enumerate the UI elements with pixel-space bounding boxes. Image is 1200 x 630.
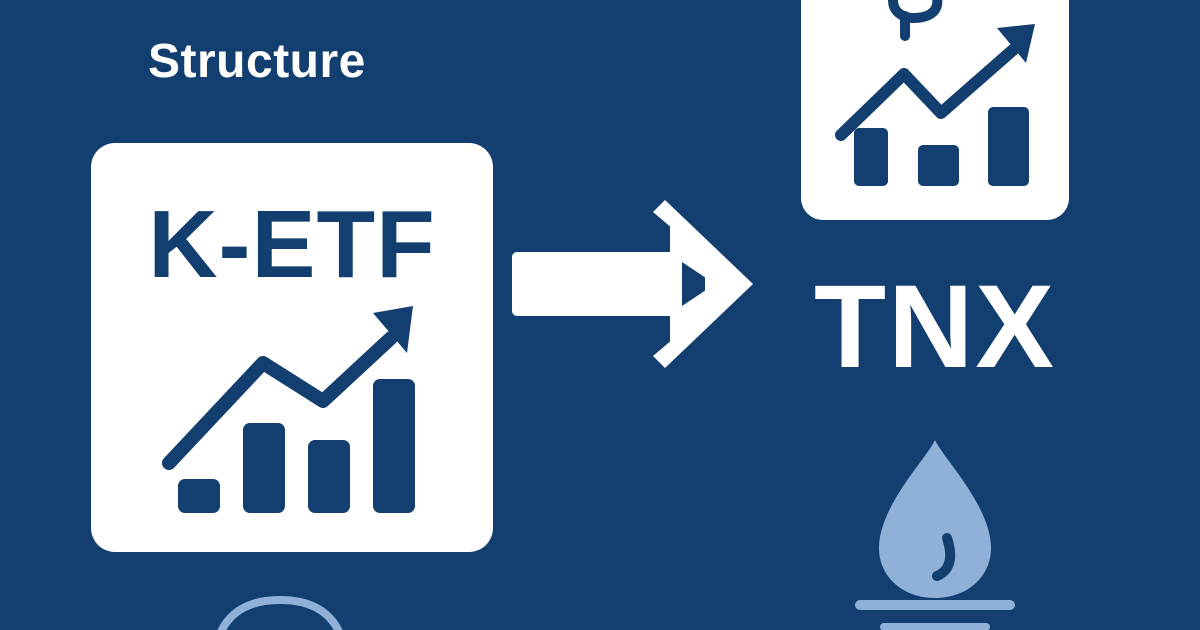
arrow-right-icon (512, 200, 753, 368)
drop-base-line-lower (880, 623, 990, 630)
chart-trend-arrowhead (373, 306, 413, 353)
arrow-shaft (512, 252, 682, 316)
chart-bar-2 (918, 145, 959, 186)
chart-bar-1 (178, 479, 220, 513)
k-etf-card: K-ETF (91, 143, 493, 552)
tnx-label: TNX (814, 261, 1056, 393)
circle-icon (217, 595, 343, 630)
arrow-head-fill (670, 214, 741, 354)
k-etf-label: K-ETF (148, 191, 436, 298)
chart-bar-3 (308, 440, 350, 513)
dollar-icon (888, 0, 943, 41)
drop-shape (879, 440, 991, 598)
chart-bar-3 (988, 107, 1029, 186)
chart-trend-line (162, 331, 398, 470)
heading: Structure (148, 35, 366, 88)
water-drop-icon (855, 440, 1015, 630)
chart-trend-arrowhead (997, 24, 1035, 63)
top-right-card (801, 0, 1069, 220)
drop-highlight (932, 533, 956, 581)
chart-bar-1 (854, 128, 888, 186)
chart-bar-4 (373, 379, 415, 513)
chart-trend-line (835, 43, 1020, 141)
chart-up-icon (835, 0, 1035, 186)
drop-base-line (855, 600, 1015, 610)
chart-bar-2 (243, 423, 285, 513)
chart-up-icon (162, 306, 415, 513)
